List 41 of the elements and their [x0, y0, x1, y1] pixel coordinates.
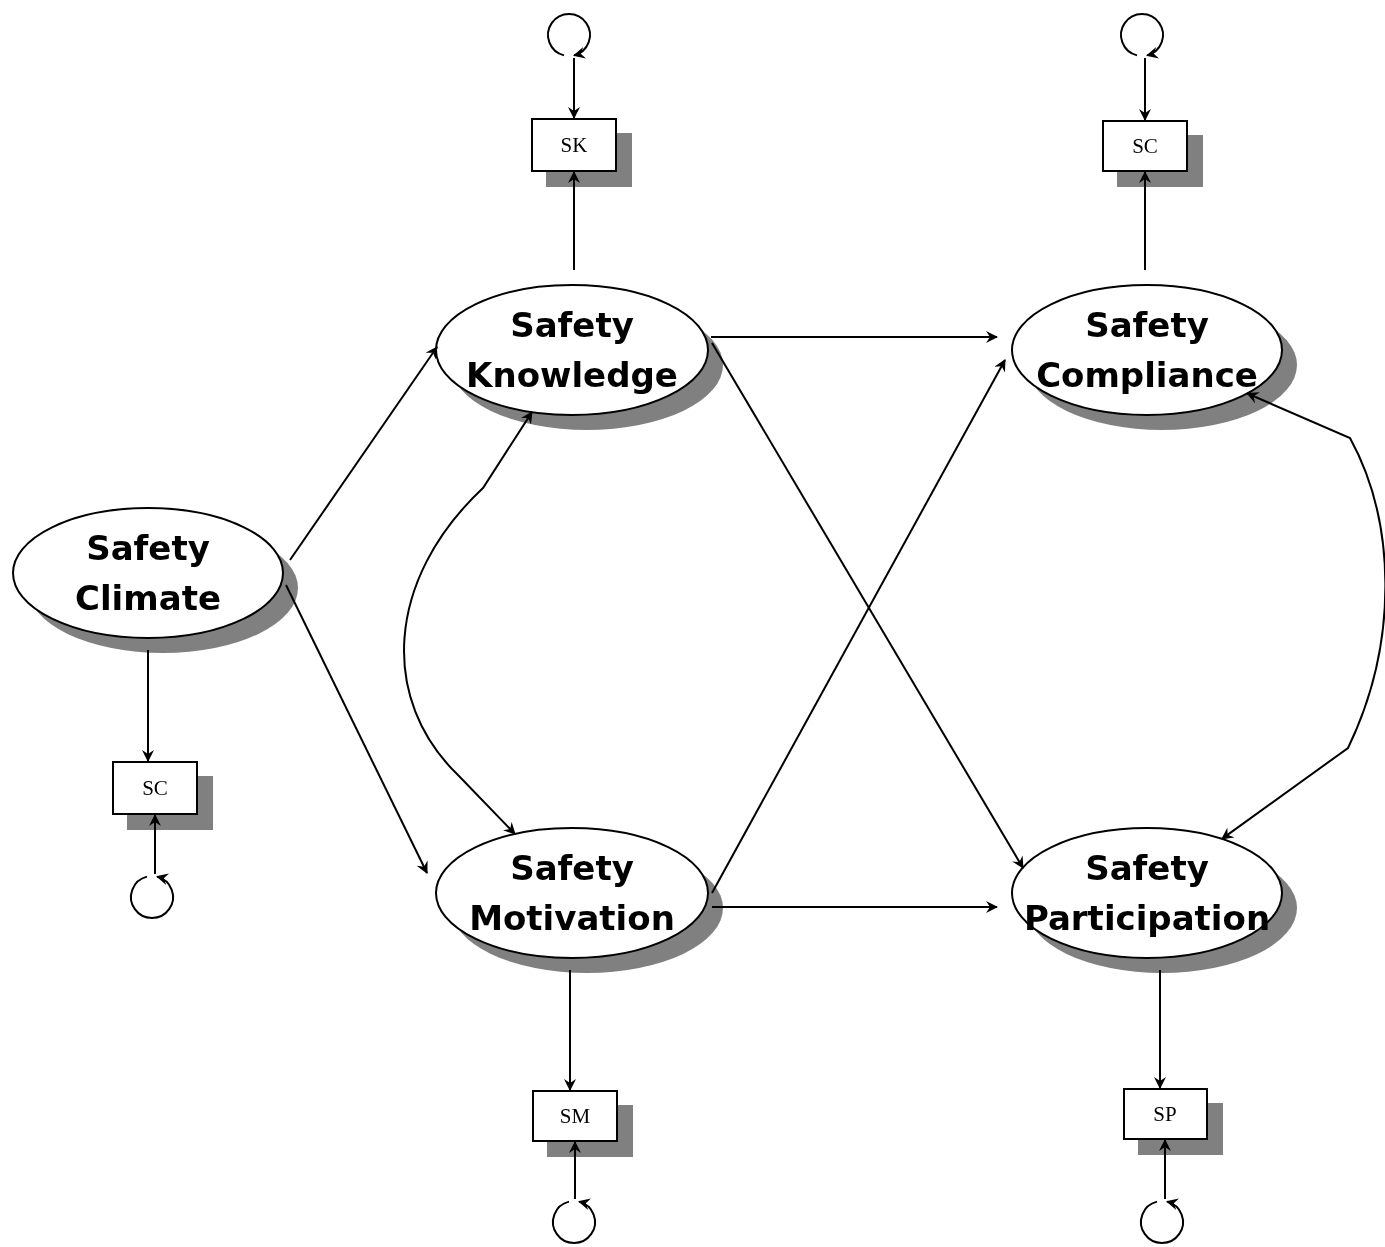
observed-variable-box	[1102, 120, 1204, 188]
variable-label: SC	[141, 776, 169, 800]
observed-variable-box	[531, 118, 633, 188]
arrow	[568, 57, 580, 119]
error-loop	[1138, 1198, 1186, 1246]
error-loop	[545, 11, 593, 59]
arrow	[149, 814, 161, 875]
arrow	[142, 649, 154, 762]
arrow	[711, 901, 998, 913]
observed-variable-box	[1122, 1088, 1224, 1156]
arrow	[569, 1141, 581, 1200]
latent-variable-ellipse	[435, 827, 724, 974]
double-headed-arrow	[1220, 392, 1385, 840]
arrow	[710, 331, 998, 343]
arrow	[564, 969, 576, 1091]
error-loop	[550, 1198, 598, 1246]
double-headed-arrow	[403, 411, 533, 835]
variable-label: SK	[559, 133, 589, 157]
arrow	[289, 346, 438, 561]
latent-variable-ellipse	[12, 507, 299, 654]
latent-variable-ellipse	[1011, 284, 1298, 431]
arrow	[1139, 171, 1151, 271]
variable-label: Safety Knowledge	[465, 304, 679, 397]
latent-variable-ellipse	[1011, 827, 1298, 974]
variable-label: Safety Motivation	[468, 847, 676, 940]
observed-variable-box	[532, 1090, 634, 1158]
error-loop	[1118, 11, 1166, 59]
error-loop	[128, 873, 176, 921]
variable-label: Safety Participation	[1023, 847, 1271, 940]
observed-variable-box	[112, 761, 214, 831]
arrow	[568, 171, 580, 271]
variable-label: SM	[558, 1104, 592, 1128]
variable-label: SC	[1131, 134, 1159, 158]
arrow	[285, 584, 428, 874]
variable-label: Safety Compliance	[1035, 304, 1259, 397]
arrow	[1139, 57, 1151, 121]
latent-variable-ellipse	[435, 284, 724, 431]
variable-label: SP	[1152, 1102, 1178, 1126]
arrow	[1159, 1139, 1171, 1200]
arrow	[1154, 969, 1166, 1089]
variable-label: Safety Climate	[74, 527, 222, 620]
